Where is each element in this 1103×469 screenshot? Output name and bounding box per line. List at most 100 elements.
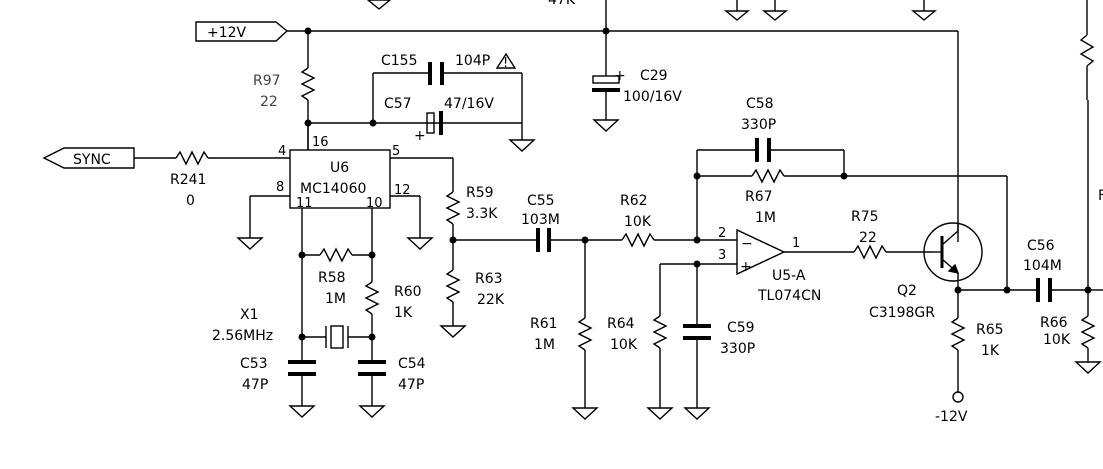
c55-value: 103M [521,212,560,228]
u5a-ref: U5-A [772,268,806,284]
resistor-r58: R58 1M [298,247,376,307]
port-sync: SYNC [42,147,135,169]
ic-u6: U6 MC14060 4 5 8 12 11 10 16 [276,135,411,211]
c56-value: 104M [1023,258,1062,274]
top-clipped-fragments: 47K F [366,0,1103,204]
r241-value: 0 [186,193,195,209]
c53-ref: C53 [240,356,268,372]
resistor-r64: R64 10K [607,315,674,420]
warning-mark: ! [503,56,508,71]
q2-ref: Q2 [897,283,917,299]
capacitor-c55: C55 103M [453,193,622,252]
u5a-plus: + [740,259,752,275]
r66-value: 10K [1043,332,1071,348]
u6-pin-5: 5 [392,144,400,159]
r75-ref: R75 [851,209,879,225]
c57-polarity: + [414,128,426,144]
plus12v-label: +12V [207,25,247,41]
capacitor-c53: C53 47P [240,356,316,418]
u6-ref: U6 [330,160,349,176]
resistor-r61: R61 1M [530,240,599,420]
resistor-r66: R66 10K [1040,290,1102,374]
r97-ref: R97 [253,73,281,89]
capacitor-c57: + C57 47/16V [384,96,494,144]
c54-ref: C54 [398,356,426,372]
capacitor-c54: C54 47P [358,356,426,418]
r67-ref: R67 [745,189,773,205]
x1-ref: X1 [240,307,259,323]
r97-value: 22 [260,94,278,110]
r65-ref: R65 [976,322,1004,338]
u5a-minus: − [741,236,753,252]
emitter-node-wires [954,286,1103,294]
u6-pin-12: 12 [394,183,411,198]
c155-value: 104P [455,53,490,69]
resistor-r75: R75 22 [784,209,932,260]
crystal-x1: X1 2.56MHz [212,307,376,349]
c29-polarity: + [614,68,626,84]
r61-ref: R61 [530,316,558,332]
resistor-r97: R97 22 [253,31,316,127]
c59-value: 330P [720,341,755,357]
u6-pin-8: 8 [276,180,284,195]
r61-value: 1M [534,337,555,353]
resistor-r59: R59 3.3K [445,185,498,270]
power-port-plus12v: +12V [195,21,289,42]
r62-ref: R62 [620,193,648,209]
u6-pin-10: 10 [366,196,383,211]
u5a-part: TL074CN [757,288,821,304]
c56-ref: C56 [1027,238,1055,254]
r64-value: 10K [610,337,638,353]
resistor-r65: R65 1K [950,290,1004,403]
sync-label: SYNC [73,152,111,168]
r63-ref: R63 [475,271,503,287]
c58-value: 330P [741,117,776,133]
clipped-right-label: F [1098,188,1103,204]
r63-value: 22K [477,292,505,308]
u5a-pin-2: 2 [718,226,726,241]
c155-ref: C155 [381,53,418,69]
capacitor-c58: C58 330P [741,96,776,162]
r59-ref: R59 [466,185,494,201]
u6-part: MC14060 [300,181,366,197]
resistor-r63: R63 22K [439,269,505,338]
u6-pin-11: 11 [296,196,313,211]
warning-icon [495,52,517,69]
opamp-noninverting-input [659,260,737,316]
r59-value: 3.3K [466,206,498,222]
r65-value: 1K [981,343,1000,359]
r58-value: 1M [325,291,346,307]
x1-value: 2.56MHz [212,328,273,344]
c59-ref: C59 [727,320,755,336]
minus12v-label: -12V [935,409,968,425]
u6-pin-4: 4 [278,144,286,159]
c58-ref: C58 [746,96,774,112]
r67-value: 1M [755,210,776,226]
u5a-pin-1: 1 [792,236,800,251]
r60-value: 1K [394,305,413,321]
c57-value: 47/16V [444,96,494,112]
c53-value: 47P [242,377,268,393]
c29-value: 100/16V [623,89,682,105]
r66-ref: R66 [1040,315,1068,331]
c55-ref: C55 [527,193,555,209]
resistor-r60: R60 1K [364,281,422,362]
r62-value: 10K [624,214,652,230]
clipped-resistor-value: 47K [548,0,576,8]
resistor-r67: R67 1M [745,168,785,226]
r60-ref: R60 [394,284,422,300]
power-port-minus12v: -12V [935,409,968,425]
r241-ref: R241 [170,172,206,188]
r64-ref: R64 [607,316,635,332]
c54-value: 47P [398,377,424,393]
resistor-r62: R62 10K [620,193,737,248]
c57-ref: C57 [384,96,412,112]
feedback-network [693,149,1008,290]
u5a-pin-3: 3 [718,248,726,263]
q2-part: C3198GR [869,305,935,321]
r58-ref: R58 [318,270,346,286]
opamp-u5a: − + 2 3 1 U5-A TL074CN [718,226,821,304]
r75-value: 22 [859,230,877,246]
capacitor-c155: C155 104P ! [381,52,517,85]
